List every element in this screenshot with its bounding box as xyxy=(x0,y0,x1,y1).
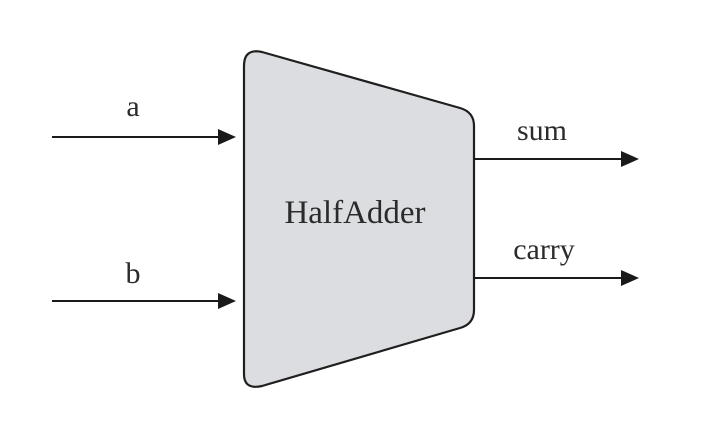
block-name-label: HalfAdder xyxy=(284,195,425,231)
output-sum-arrowhead xyxy=(621,151,639,167)
input-b-label: b xyxy=(126,257,141,290)
input-a-arrowhead xyxy=(218,129,236,145)
input-b-arrowhead xyxy=(218,293,236,309)
output-carry-label: carry xyxy=(513,233,575,266)
output-sum-label: sum xyxy=(517,114,567,147)
output-carry-arrowhead xyxy=(621,270,639,286)
input-a-label: a xyxy=(126,90,139,123)
half-adder-block xyxy=(242,50,476,388)
